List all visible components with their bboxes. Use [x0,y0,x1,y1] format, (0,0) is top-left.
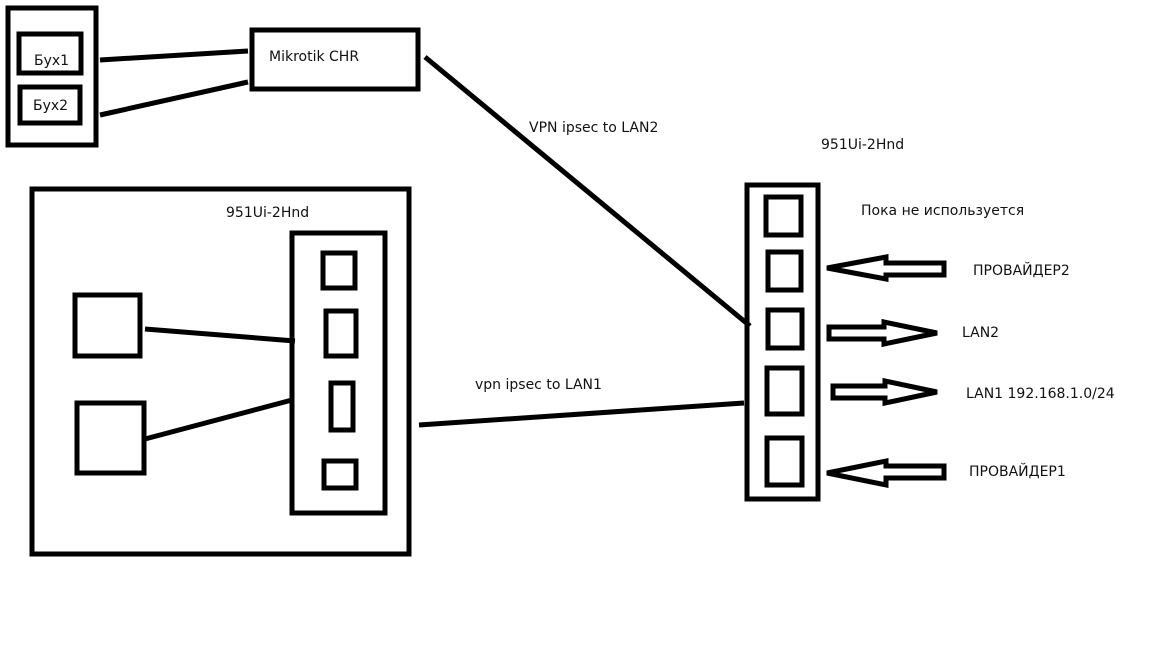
arrow-out-lan2-icon [826,318,938,348]
left-router-model-label: 951Ui-2Hnd [226,205,310,221]
link-buh2-chr [99,79,249,118]
left-site-enclosure [29,186,412,557]
left-pc-2[interactable] [74,400,147,476]
computer-label-buh2: Бух2 [33,98,69,114]
computer-box-buh2[interactable] [17,84,83,126]
office-enclosure [5,5,99,148]
left-router-port-1 [320,250,358,291]
vpn-lan2-label: VPN ipsec to LAN2 [529,120,659,136]
port-label-provider2: ПРОВАЙДЕР2 [973,263,1070,279]
vpn-lan1-label: vpn ipsec to LAN1 [475,377,602,393]
right-router-port-3 [765,307,805,351]
right-router-port-2 [765,249,804,293]
port-label-lan1: LAN1 192.168.1.0/24 [966,386,1115,402]
right-router-model-label: 951Ui-2Hnd [821,137,905,153]
left-router-port-4 [321,458,359,491]
port-label-unused: Пока не используется [861,203,1025,219]
left-pc-1[interactable] [72,292,143,359]
left-router-port-2 [323,308,359,359]
arrow-in-provider1-icon [826,457,947,489]
right-router-port-5 [764,435,805,488]
computer-box-buh1[interactable] [16,31,84,76]
link-left-pc2-router [144,397,293,442]
link-buh1-chr [99,48,249,63]
arrow-out-lan1-icon [830,377,938,407]
left-router-port-3 [328,380,356,433]
link-left-pc1-router [144,326,296,344]
left-router-box[interactable] [289,230,388,516]
right-router-box[interactable] [744,182,821,502]
mikrotik-chr-box[interactable] [249,27,421,92]
right-router-port-4 [764,365,805,417]
port-label-provider1: ПРОВАЙДЕР1 [969,464,1066,480]
right-router-port-1 [763,194,804,238]
mikrotik-chr-label: Mikrotik CHR [269,49,360,65]
port-label-lan2: LAN2 [962,325,1000,341]
vpn-lan2-link [423,55,752,328]
vpn-lan1-link [418,400,745,428]
arrow-in-provider2-icon [826,253,947,283]
computer-label-buh1: Бух1 [34,53,70,69]
